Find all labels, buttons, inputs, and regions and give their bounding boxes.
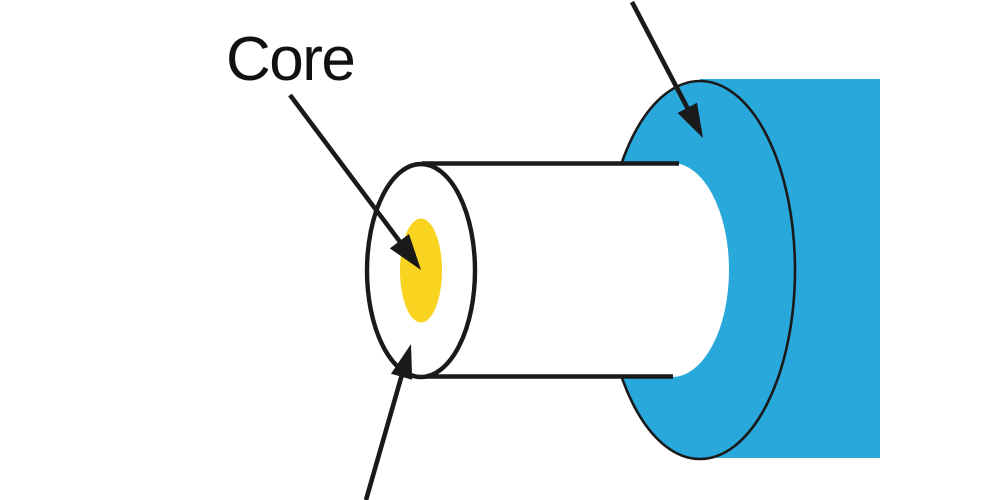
core-label: Core bbox=[226, 25, 354, 94]
jacket-arrow bbox=[629, 0, 703, 138]
cladding-arrowhead bbox=[391, 344, 413, 380]
cladding-arrow bbox=[363, 344, 413, 500]
core-arrow bbox=[288, 93, 421, 270]
jacket-arrowhead bbox=[677, 102, 703, 138]
core-ellipse bbox=[400, 218, 442, 323]
core-arrowhead bbox=[389, 234, 421, 270]
